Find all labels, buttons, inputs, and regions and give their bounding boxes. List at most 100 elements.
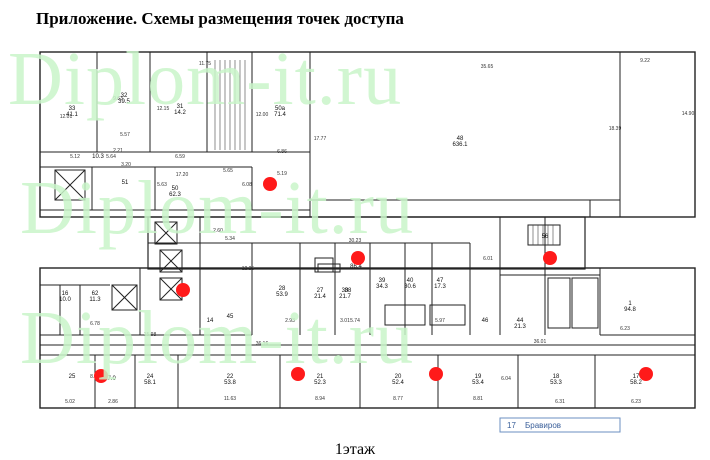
room-area: 52.4 <box>392 380 404 386</box>
room-area: 86.4 <box>350 264 362 270</box>
dimension-label: 9.63 <box>113 96 123 102</box>
dimension-label: 17.77 <box>314 136 327 142</box>
room-area: 636.1 <box>452 142 468 148</box>
dimension-label: 35.65 <box>481 64 494 70</box>
dimension-label: 30.23 <box>349 238 362 244</box>
room-area: 21.7 <box>339 294 351 300</box>
room-area: 21.3 <box>514 324 526 330</box>
dimension-label: 12.15 <box>157 106 170 112</box>
access-point-marker <box>429 367 443 381</box>
room-area: 53.3 <box>550 380 562 386</box>
stamp: 17 Бравиров <box>499 417 621 433</box>
dimension-label: 36.16 <box>256 341 269 347</box>
room-area: 94.8 <box>624 307 636 313</box>
dimension-label: 15.98 <box>144 332 157 338</box>
room-area: 53.9 <box>276 292 288 298</box>
room-number: 20 <box>395 374 402 380</box>
dimension-label: 8.94 <box>315 396 325 402</box>
dimension-label: 6.31 <box>555 399 565 405</box>
dimension-label: 3.20 <box>121 162 131 168</box>
room-number: 40 <box>407 278 414 284</box>
room-number: 1 <box>628 301 632 307</box>
dimension-label: 5.19 <box>277 171 287 177</box>
dimension-label: 17.20 <box>176 172 189 178</box>
dimension-label: 6.08 <box>242 182 252 188</box>
dimension-label: 2.21 <box>113 148 123 154</box>
access-points <box>94 177 653 383</box>
room-area: 53.4 <box>472 380 484 386</box>
room-number: 32 <box>121 93 128 99</box>
room-number: 45 <box>227 314 234 320</box>
dimension-label: 3.01 <box>340 318 350 324</box>
room-number: 30 <box>342 288 349 294</box>
access-point-marker <box>176 283 190 297</box>
dimension-label: 2.60 <box>213 228 223 234</box>
access-point-marker <box>639 367 653 381</box>
dimension-label: 5.97 <box>435 318 445 324</box>
stamp-number: 17 <box>507 421 516 430</box>
room-number: 48 <box>457 136 464 142</box>
room-area: 34.3 <box>376 284 388 290</box>
room-area: 39.5 <box>118 99 130 105</box>
room-area: 14.2 <box>174 110 186 116</box>
dimension-label: 12.25 <box>242 266 255 272</box>
dimension-label: 2.93 <box>285 318 295 324</box>
dimension-label: 5.02 <box>65 399 75 405</box>
room-number: 39 <box>379 278 386 284</box>
dimension-label: 8.77 <box>393 396 403 402</box>
room-number: 47 <box>437 278 444 284</box>
room-area: 58.1 <box>144 380 156 386</box>
access-point-marker <box>543 251 557 265</box>
dimension-label: 6.78 <box>90 321 100 327</box>
dimension-label: 5.63 <box>157 182 167 188</box>
dimension-label: 12.01 <box>60 114 73 120</box>
dimension-label: 6.23 <box>631 399 641 405</box>
dimension-label: 5.65 <box>223 168 233 174</box>
dimension-label: 5.64 <box>106 154 116 160</box>
dimension-label: 6.59 <box>175 154 185 160</box>
dimension-label: 14.90 <box>682 111 695 117</box>
room-number: 14 <box>207 318 214 324</box>
dimension-label: 9.22 <box>640 58 650 64</box>
room-number: 17 <box>633 374 640 380</box>
dimension-label: 5.34 <box>225 236 235 242</box>
room-area: 10.0 <box>59 297 71 303</box>
dimension-label: 2.86 <box>108 399 118 405</box>
room-number: 21 <box>317 374 324 380</box>
room-number: 22 <box>227 374 234 380</box>
walls <box>39 51 696 409</box>
document-title: Приложение. Схемы размещения точек досту… <box>36 9 404 28</box>
room-area: 53.8 <box>224 380 236 386</box>
room-number: 50а <box>275 106 286 112</box>
access-point-marker <box>94 369 108 383</box>
room-area: 11.3 <box>89 297 101 303</box>
room-area: 21.4 <box>314 294 326 300</box>
dimension-label: 6.23 <box>620 326 630 332</box>
room-area: 58.2 <box>630 380 642 386</box>
room-number: 62 <box>92 291 99 297</box>
room-area: 10.3 <box>92 154 104 160</box>
access-point-marker <box>291 367 305 381</box>
dimension-label: 5.57 <box>120 132 130 138</box>
dimension-label: 6.86 <box>277 149 287 155</box>
room-number: 19 <box>475 374 482 380</box>
dimension-label: 8.81 <box>473 396 483 402</box>
room-number: 46 <box>482 318 489 324</box>
room-area: 71.4 <box>274 112 286 118</box>
room-number: 27 <box>317 288 324 294</box>
dimension-label: 6.04 <box>501 376 511 382</box>
dimension-label: 6.01 <box>483 256 493 262</box>
room-number: 16 <box>62 291 69 297</box>
room-number: 38 <box>345 288 352 294</box>
room-area: 52.3 <box>314 380 326 386</box>
room-number: 33 <box>69 106 76 112</box>
dimension-labels: 35.6512.019.6312.1512.0017.7718.395.575.… <box>60 58 695 405</box>
room-number: 24 <box>147 374 154 380</box>
room-number: 18 <box>553 374 560 380</box>
dimension-label: 5.12 <box>70 154 80 160</box>
room-number: 50 <box>172 186 179 192</box>
dimension-label: 18.39 <box>609 126 622 132</box>
access-point-marker <box>351 251 365 265</box>
room-number: 25 <box>69 374 76 380</box>
